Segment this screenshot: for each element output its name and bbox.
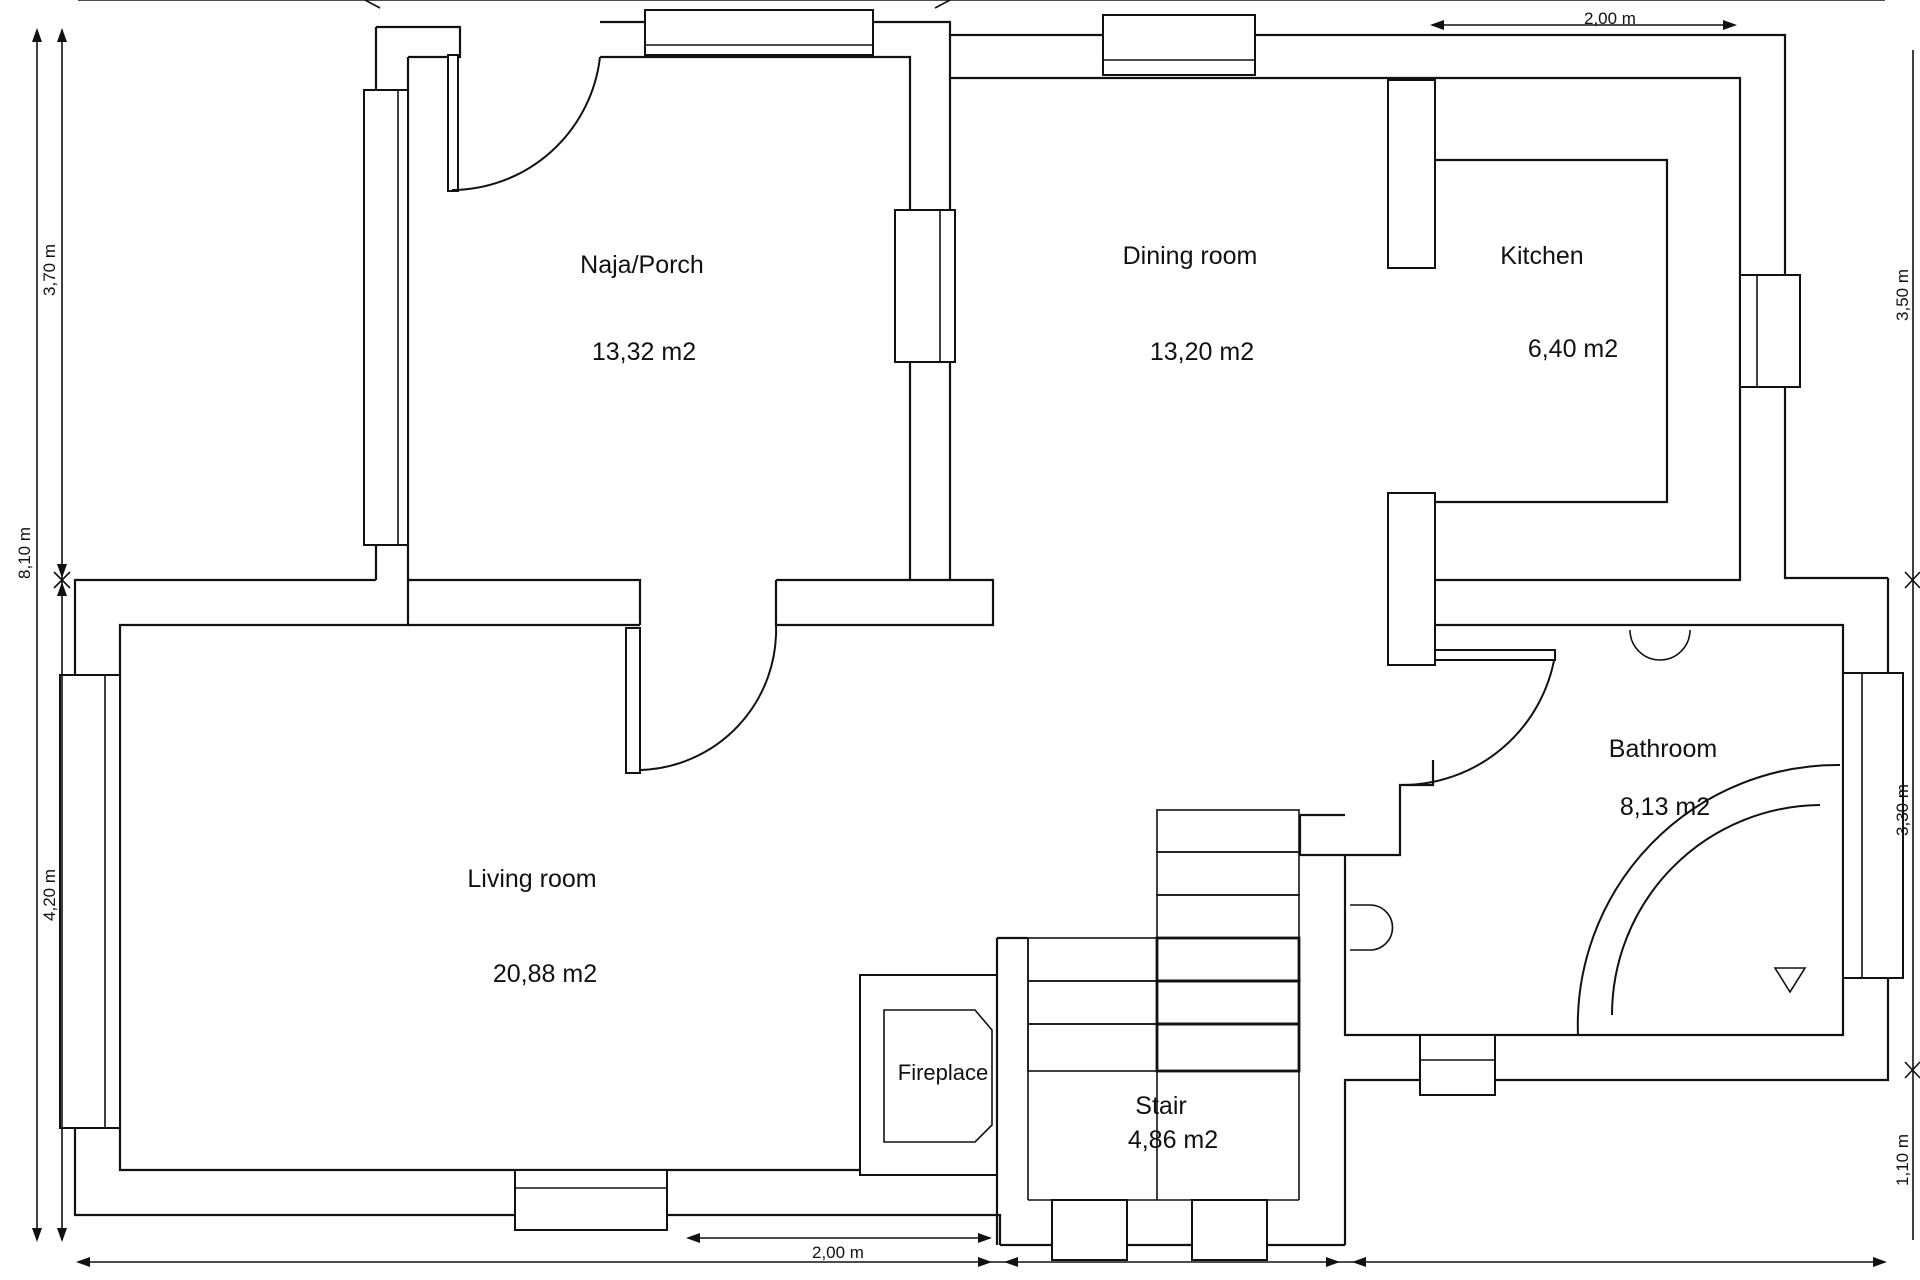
toilet: [1350, 904, 1394, 951]
dim-top-2m: 2,00 m: [1584, 9, 1636, 28]
dim-left-upper: 3,70 m: [40, 244, 59, 296]
porch-south-wall: [408, 578, 995, 627]
dimension-lines: 2,00 m 2,00 m 8,10 m 3,70 m 4,20 m: [15, 0, 1920, 1267]
bath-corner-arc-outer: [1576, 763, 1841, 1036]
stair-walls: [1298, 760, 1435, 857]
fireplace-name: Fireplace: [898, 1060, 988, 1085]
stair-treads: [995, 809, 1301, 1245]
kitchen-area: 6,40 m2: [1528, 335, 1618, 363]
shower-drain-triangle: [1773, 967, 1807, 994]
fixtures: [859, 629, 1807, 1245]
bathroom-walls: [1343, 578, 1890, 1245]
kitchen-name: Kitchen: [1500, 242, 1583, 270]
window-living-west: [59, 674, 121, 1129]
window-living-south: [514, 1169, 668, 1231]
stair-area: 4,86 m2: [1128, 1126, 1218, 1154]
dim-right-upper: 3,50 m: [1893, 269, 1912, 321]
porch-name: Naja/Porch: [580, 251, 704, 279]
bathroom-area: 8,13 m2: [1620, 793, 1710, 821]
bathroom-door-swing: [1399, 654, 1556, 787]
living-door-swing: [639, 624, 778, 771]
fireplace-inner: [883, 1009, 993, 1143]
window-stair-south-1: [1051, 1199, 1128, 1261]
kitchen-partition-wall: [1435, 158, 1669, 504]
bath-corner-arc-inner: [1611, 804, 1821, 1016]
kitchen-column-top: [1387, 79, 1436, 269]
dim-left-lower: 4,20 m: [40, 869, 59, 921]
window-porch-east: [894, 209, 956, 363]
porch-north-wall: [376, 20, 952, 580]
dim-left-total: 8,10 m: [15, 527, 34, 579]
window-bath-east: [1842, 672, 1904, 979]
window-kitchen-east: [1739, 274, 1801, 388]
window-bath-south: [1419, 1034, 1496, 1096]
bathroom-name: Bathroom: [1609, 735, 1717, 763]
room-labels: Naja/Porch 13,32 m2 Dining room 13,20 m2…: [467, 242, 1717, 1154]
dim-right-middle: 3,30 m: [1893, 784, 1912, 836]
dining-area: 13,20 m2: [1150, 338, 1254, 366]
window-porch-top: [644, 9, 874, 56]
dim-bottom-2m: 2,00 m: [812, 1243, 864, 1262]
porch-area: 13,32 m2: [592, 338, 696, 366]
porch-entry-door-swing: [451, 56, 601, 191]
windows: [59, 9, 1904, 1261]
dim-right-lower: 1,10 m: [1893, 1134, 1912, 1186]
living-door-jamb: [625, 627, 641, 774]
stair-name: Stair: [1135, 1092, 1186, 1120]
living-name: Living room: [467, 865, 596, 893]
dining-name: Dining room: [1123, 242, 1258, 270]
bath-sink: [1629, 629, 1691, 661]
living-outer-wall: [73, 578, 1002, 1245]
window-dining-top: [1102, 14, 1256, 76]
living-area: 20,88 m2: [493, 960, 597, 988]
window-stair-south-2: [1191, 1199, 1268, 1261]
kitchen-column-bottom: [1387, 492, 1436, 666]
door-swings: [451, 56, 1841, 1036]
porch-door-leaf: [447, 54, 459, 192]
window-porch-west: [363, 89, 409, 546]
